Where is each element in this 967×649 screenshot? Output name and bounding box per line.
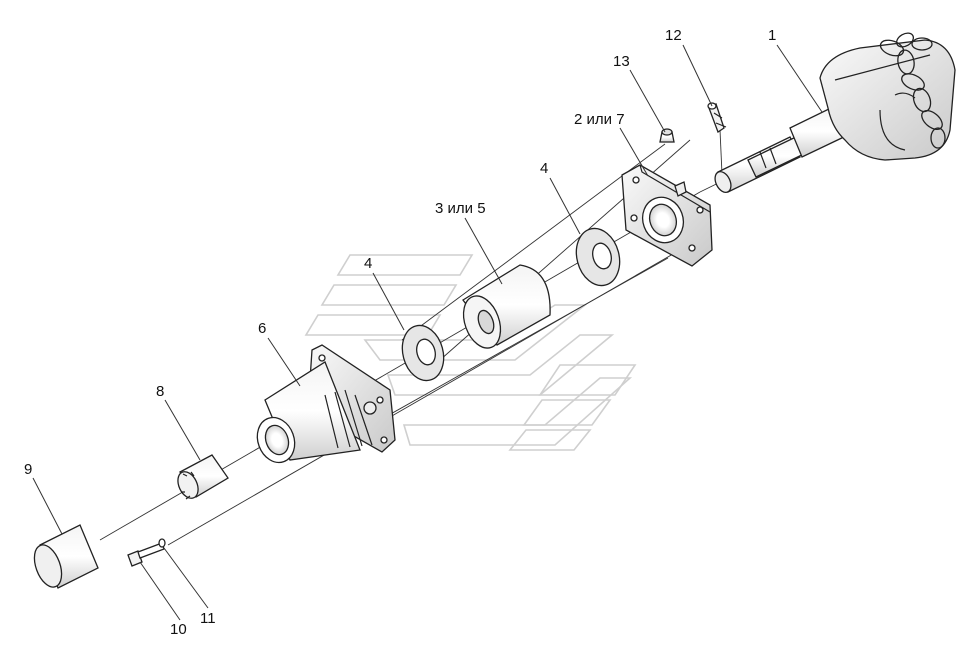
chain-icon [879, 32, 946, 149]
callout-2-or-7: 2 или 7 [574, 111, 625, 128]
part-13-grease-nipple [659, 128, 675, 143]
part-4-washer-upper [575, 227, 621, 287]
part-12-cotter-pin [707, 102, 727, 133]
leader-lines [32, 44, 823, 621]
callout-6: 6 [258, 320, 266, 337]
callout-4-upper: 4 [540, 160, 548, 177]
part-10-bolt [127, 542, 165, 567]
part-3-bushing [462, 264, 551, 349]
callout-11: 11 [200, 610, 216, 627]
callout-10: 10 [170, 621, 187, 638]
part-9-cap [33, 524, 99, 589]
callout-8: 8 [156, 383, 164, 400]
callout-3-or-5: 3 или 5 [435, 200, 486, 217]
part-4-washer-lower [401, 324, 445, 382]
callout-9: 9 [24, 461, 32, 478]
part-2-flange [621, 164, 713, 267]
callout-1: 1 [768, 27, 776, 44]
part-6-housing [256, 344, 396, 464]
part-8-castle-nut [177, 454, 229, 500]
callout-4-lower: 4 [364, 255, 372, 272]
callout-labels: 1 2 или 7 3 или 5 4 4 6 8 9 10 11 12 13 [24, 27, 776, 638]
part-11-lock-washer [158, 538, 166, 548]
part-1-coupling-hook [714, 32, 956, 194]
callout-12: 12 [665, 27, 682, 44]
callout-13: 13 [613, 53, 630, 70]
